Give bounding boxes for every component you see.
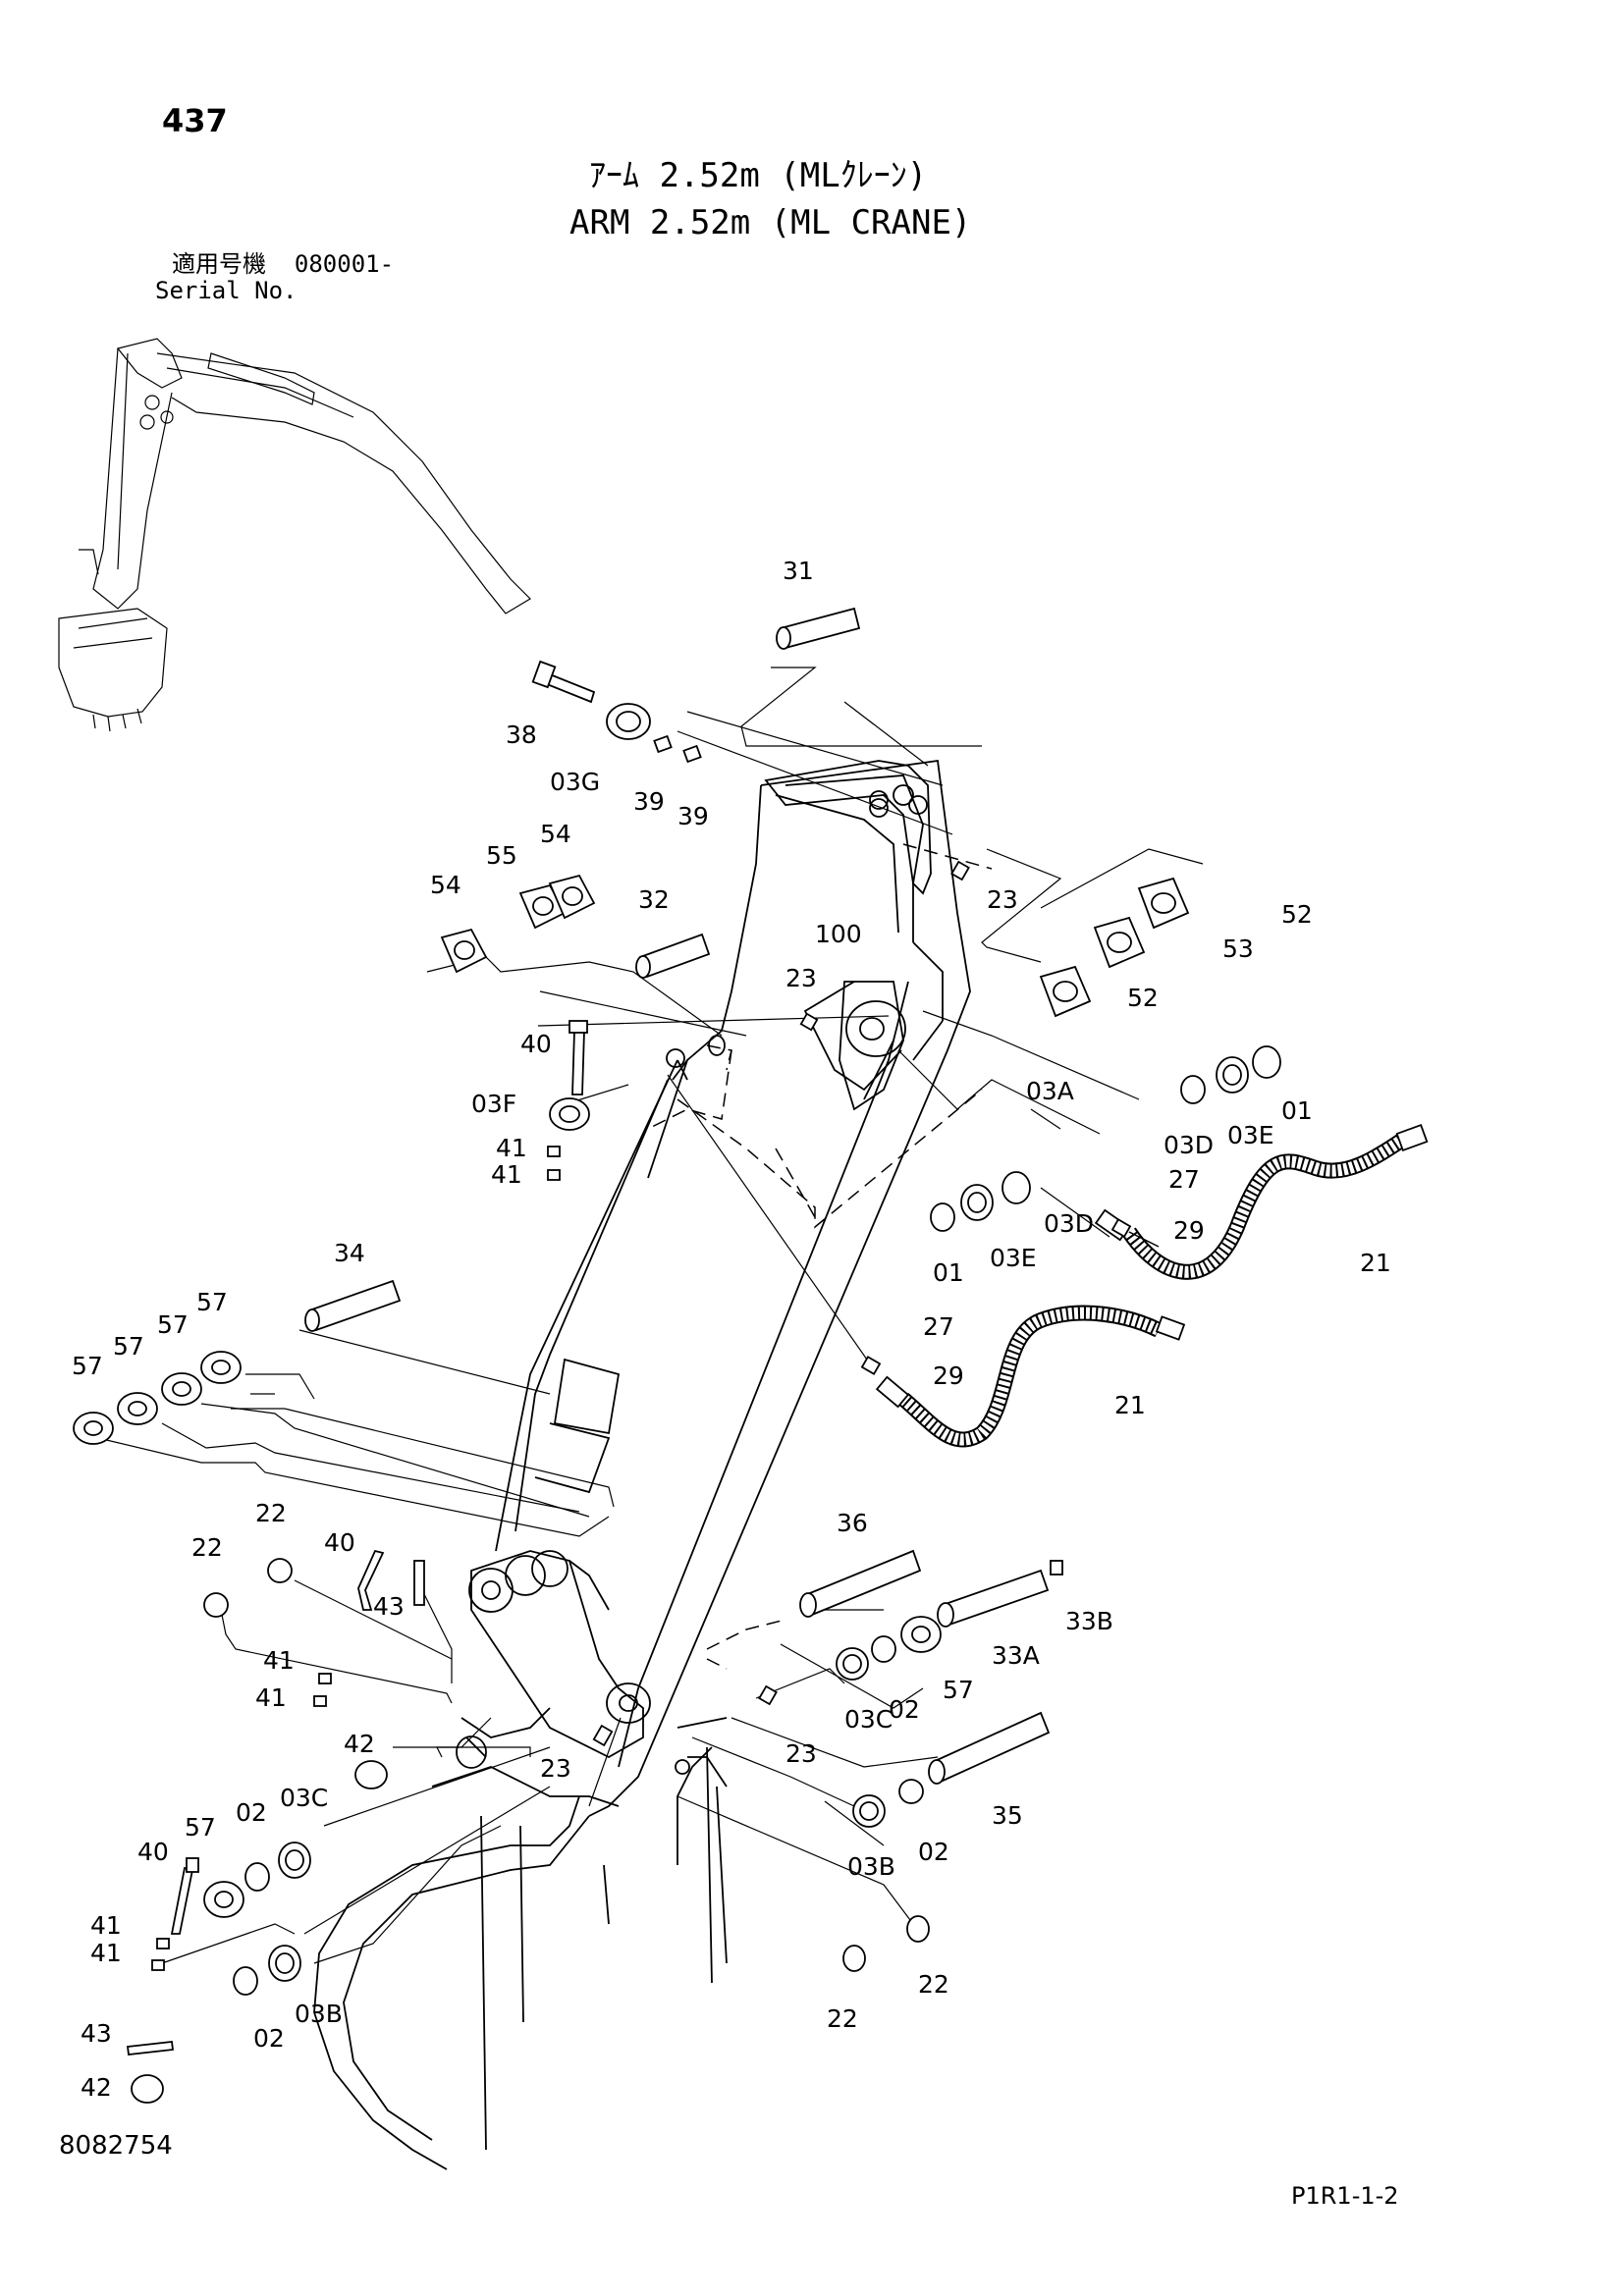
callout-c40b: 40	[324, 1528, 355, 1557]
callout-c54b: 54	[430, 871, 461, 899]
callout-c39b: 39	[677, 802, 709, 830]
callout-labels: 313803G39392352535255545432100234003F414…	[72, 557, 1391, 2102]
callout-c43a: 43	[373, 1592, 405, 1621]
callout-c53: 53	[1222, 934, 1254, 963]
callout-c57e: 57	[943, 1676, 974, 1704]
callout-c57b: 57	[113, 1332, 144, 1361]
callout-c31: 31	[783, 557, 814, 585]
top-bracket	[764, 760, 932, 895]
bucket-linkage	[313, 1550, 713, 2170]
callout-c57d: 57	[196, 1288, 228, 1316]
callout-c03Da: 03D	[1164, 1131, 1214, 1159]
callout-c41b: 41	[491, 1160, 522, 1189]
callout-c03Cb: 03C	[280, 1784, 328, 1812]
callout-c36: 36	[837, 1509, 868, 1537]
callout-c22c: 22	[827, 2004, 858, 2033]
callout-c01b: 01	[933, 1258, 964, 1287]
arm-body	[588, 759, 971, 1964]
callout-c03F: 03F	[471, 1090, 516, 1118]
callout-c03Ca: 03C	[844, 1705, 893, 1734]
callout-c27b: 27	[923, 1312, 954, 1341]
callout-c22d: 22	[918, 1970, 949, 1999]
callout-c23c: 23	[540, 1754, 571, 1783]
callout-c03Ba: 03B	[847, 1852, 895, 1881]
callout-c33A: 33A	[992, 1641, 1040, 1670]
callout-c03A: 03A	[1026, 1077, 1074, 1105]
callout-c54a: 54	[540, 820, 571, 848]
title-english: ARM 2.52m (ML CRANE)	[569, 203, 972, 242]
page-number: 437	[162, 102, 228, 139]
callout-c38: 38	[506, 721, 537, 749]
callout-c42b: 42	[81, 2073, 112, 2102]
callout-c40c: 40	[137, 1838, 169, 1866]
callout-c02c: 02	[236, 1798, 267, 1827]
title-japanese: ｱｰﾑ 2.52m (MLｸﾚｰﾝ)	[589, 156, 928, 195]
callout-c21b: 21	[1114, 1391, 1146, 1419]
callout-c39a: 39	[633, 787, 665, 816]
small-parts	[73, 607, 1281, 2104]
callout-c42a: 42	[344, 1730, 375, 1758]
callout-c03Eb: 03E	[990, 1244, 1037, 1272]
callout-c41d: 41	[255, 1683, 287, 1712]
callout-c41a: 41	[496, 1134, 527, 1162]
callout-c02a: 02	[889, 1695, 920, 1724]
serial-label-jp: 適用号機	[172, 250, 266, 278]
keymap-sketch	[58, 338, 531, 732]
callout-c57f: 57	[185, 1813, 216, 1842]
callout-c41c: 41	[263, 1646, 295, 1675]
callout-c57a: 57	[72, 1352, 103, 1380]
callout-c03G: 03G	[550, 768, 600, 796]
callout-c52b: 52	[1127, 984, 1159, 1012]
page-code: P1R1-1-2	[1291, 2182, 1399, 2210]
document-code: 8082754	[59, 2131, 173, 2161]
callout-c32: 32	[638, 885, 670, 914]
callout-c03Ea: 03E	[1227, 1121, 1274, 1149]
callout-c52a: 52	[1281, 900, 1313, 929]
callout-c03Bb: 03B	[295, 2000, 343, 2028]
callout-c02d: 02	[253, 2024, 285, 2053]
callout-c03Db: 03D	[1044, 1209, 1094, 1238]
serial-value: 080001-	[294, 250, 395, 278]
arm-cylinder	[495, 1059, 688, 1552]
callout-c55: 55	[486, 841, 517, 870]
callout-c41f: 41	[90, 1939, 122, 1967]
callout-c22a: 22	[191, 1533, 223, 1562]
callout-c33B: 33B	[1065, 1607, 1113, 1635]
callout-c35: 35	[992, 1801, 1023, 1830]
callout-c43b: 43	[81, 2019, 112, 2048]
callout-c21a: 21	[1360, 1249, 1391, 1277]
callout-c29a: 29	[1173, 1216, 1205, 1245]
serial-line-japanese: 適用号機 080001-	[172, 252, 394, 276]
callout-c02b: 02	[918, 1838, 949, 1866]
callout-c34: 34	[334, 1239, 365, 1267]
callout-c41e: 41	[90, 1911, 122, 1940]
callout-c100: 100	[815, 920, 862, 948]
serial-label-english: Serial No.	[155, 277, 298, 304]
callout-c29b: 29	[933, 1362, 964, 1390]
assembly-lines	[97, 667, 1204, 1964]
callout-c40a: 40	[520, 1030, 552, 1058]
callout-c23a: 23	[987, 885, 1018, 914]
callout-c57c: 57	[157, 1310, 189, 1339]
callout-c23b: 23	[785, 964, 817, 992]
callout-c22b: 22	[255, 1499, 287, 1527]
callout-c27a: 27	[1168, 1165, 1200, 1194]
callout-c23d: 23	[785, 1739, 817, 1768]
callout-c01a: 01	[1281, 1096, 1313, 1125]
